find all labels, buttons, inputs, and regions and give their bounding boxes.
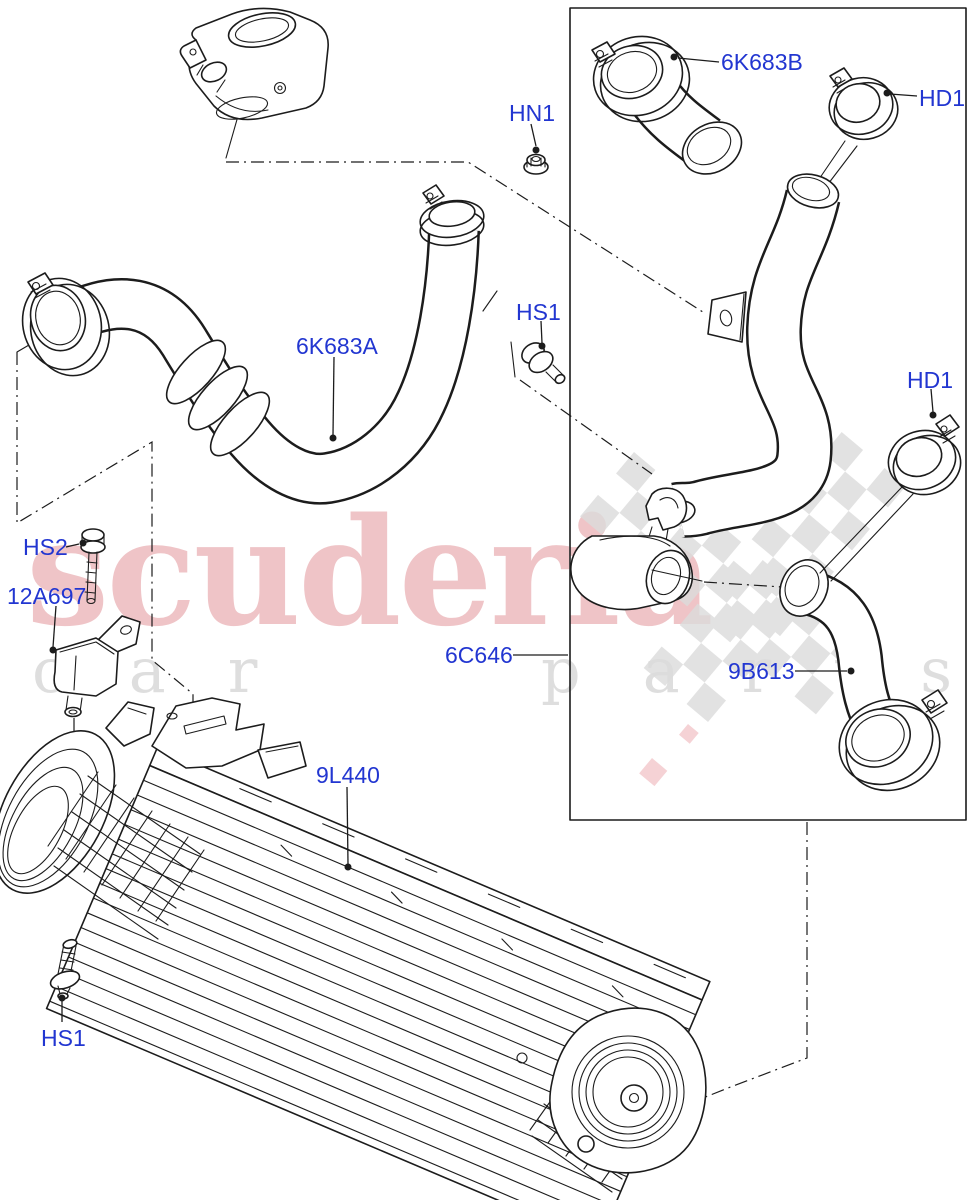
part-label-9L440[interactable]: 9L440 — [316, 762, 380, 788]
part-label-6C646[interactable]: 6C646 — [445, 642, 513, 668]
hose-bellows — [165, 339, 271, 457]
assembly-boundary-box — [569, 7, 967, 821]
charge-pipe-6C646 — [660, 173, 841, 538]
part-label-HS2[interactable]: HS2 — [23, 534, 68, 560]
part-label-HS1-mid[interactable]: HS1 — [516, 299, 561, 325]
part-label-HD1-top[interactable]: HD1 — [919, 85, 966, 111]
leader-lines — [49, 53, 937, 1022]
intercooler-brackets — [105, 697, 307, 779]
hose-6K683A — [21, 184, 485, 505]
hose-9B613-clamp — [838, 689, 948, 792]
part-label-HD1-right[interactable]: HD1 — [907, 367, 954, 393]
map-sensor-12A697 — [53, 615, 141, 718]
hose-clamp-upper — [419, 184, 485, 247]
hose-clamp-lower — [21, 272, 111, 377]
bolt-HS1-upper — [521, 342, 566, 385]
part-label-6K683A[interactable]: 6K683A — [296, 333, 378, 359]
part-label-12A697[interactable]: 12A697 — [7, 583, 87, 609]
tee-connector — [570, 487, 703, 611]
clamp-HD1-right — [819, 414, 962, 582]
part-label-6K683B[interactable]: 6K683B — [721, 49, 803, 75]
part-label-9B613[interactable]: 9B613 — [728, 658, 795, 684]
part-label-HS1-bottom[interactable]: HS1 — [41, 1025, 86, 1051]
part-label-HN1[interactable]: HN1 — [509, 100, 556, 126]
clamp-HD1-upper — [812, 67, 899, 193]
intercooler-left-tank — [0, 730, 205, 940]
elbow-6K683B — [591, 35, 743, 175]
nut-HN1 — [523, 153, 549, 175]
intercooler-9L440 — [0, 697, 711, 1200]
hose-9B613 — [779, 559, 948, 792]
throttle-body — [179, 7, 329, 121]
checkered-flag-watermark — [580, 432, 906, 787]
intercooler-outlet — [516, 1007, 707, 1193]
pipe-bracket — [707, 291, 747, 343]
